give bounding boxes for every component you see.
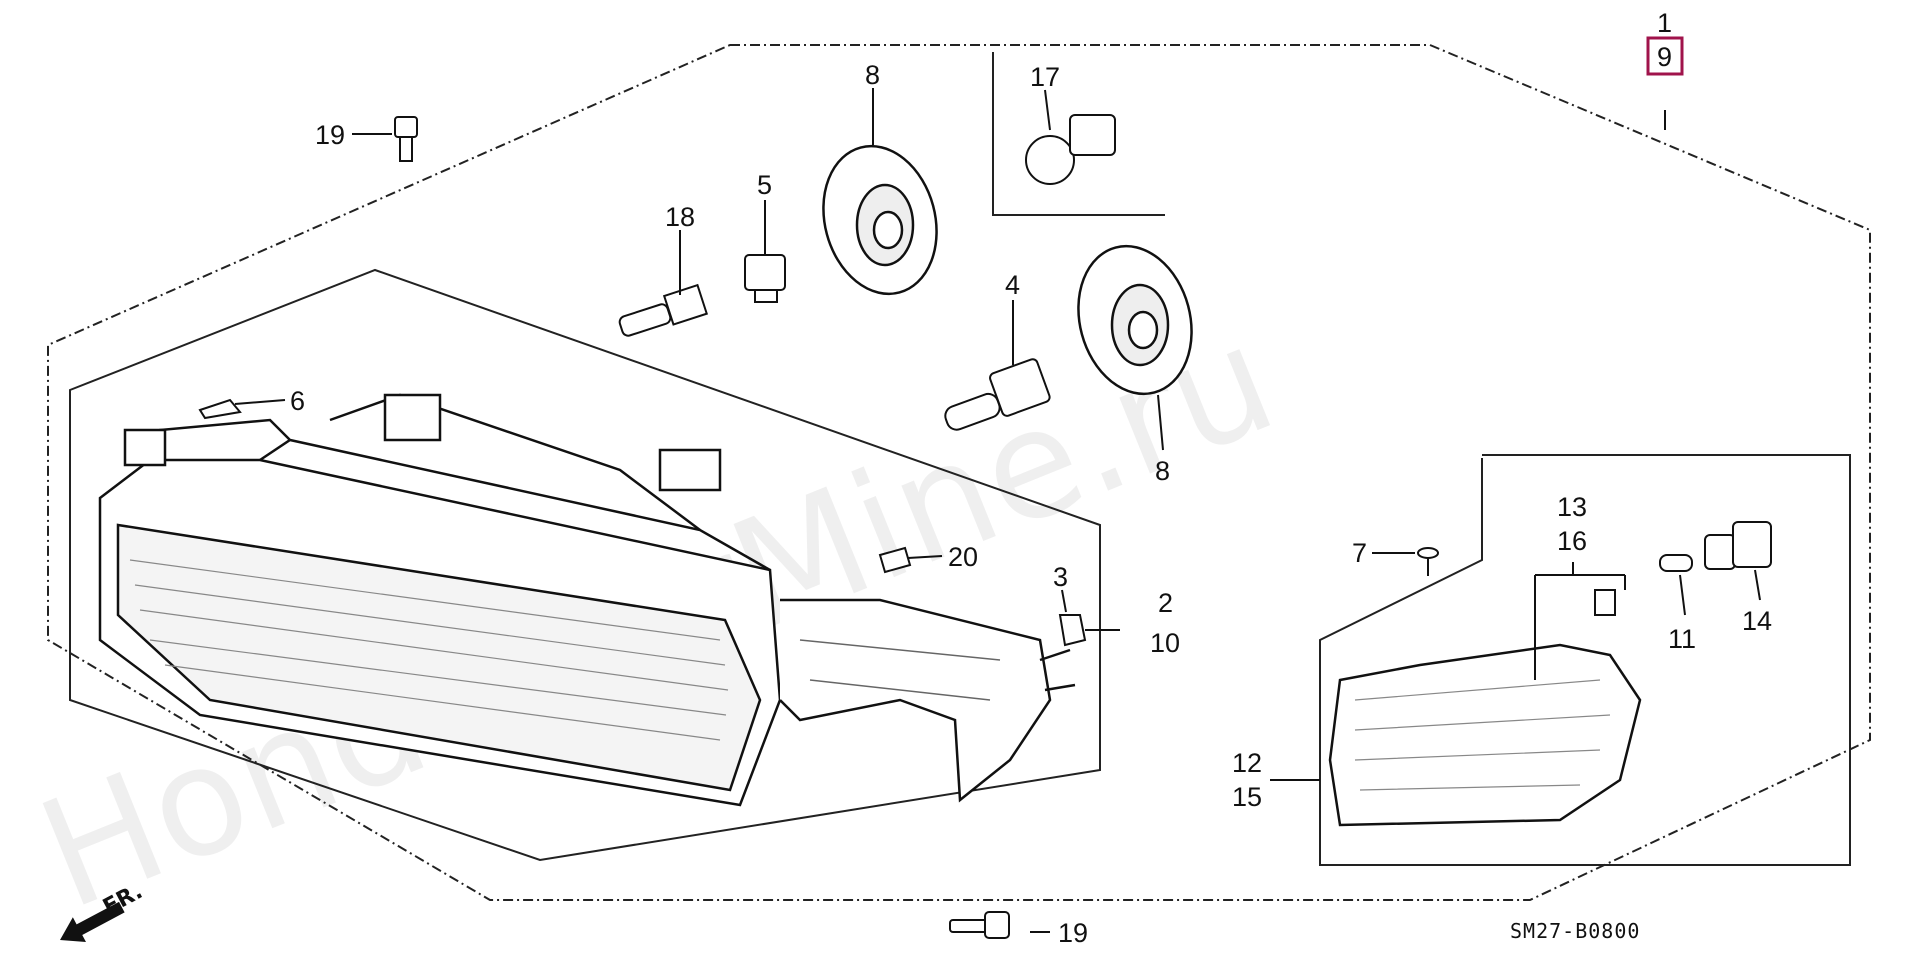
- callout-2[interactable]: 2: [1158, 588, 1173, 618]
- callout-19-top[interactable]: 19: [315, 120, 345, 150]
- bulb-4-part[interactable]: [943, 358, 1051, 433]
- drawing-code: SM27-B0800: [1510, 919, 1640, 943]
- cover-8-lower-part[interactable]: [1062, 233, 1207, 406]
- callout-10[interactable]: 10: [1150, 628, 1180, 658]
- callout-12[interactable]: 12: [1232, 748, 1262, 778]
- side-marker-lamp[interactable]: [1328, 643, 1642, 827]
- socket-14-part[interactable]: [1704, 521, 1772, 570]
- bulb-18-part[interactable]: [618, 283, 709, 337]
- callout-3[interactable]: 3: [1053, 562, 1068, 592]
- bolt-19-bottom-part[interactable]: [949, 911, 1010, 939]
- callout-13[interactable]: 13: [1557, 492, 1587, 522]
- callout-8-lower[interactable]: 8: [1155, 456, 1170, 486]
- clip-20-part[interactable]: [878, 546, 912, 574]
- socket-16-part[interactable]: [1594, 589, 1616, 616]
- socket-5-part[interactable]: [744, 254, 786, 303]
- bolt-19-top-part[interactable]: [394, 116, 418, 162]
- callout-17[interactable]: 17: [1030, 62, 1060, 92]
- callout-5[interactable]: 5: [757, 170, 772, 200]
- bulb-17-part[interactable]: [1025, 114, 1116, 185]
- callout-6[interactable]: 6: [290, 386, 305, 416]
- bulb-17-box: [992, 52, 1165, 216]
- callout-4[interactable]: 4: [1005, 270, 1020, 300]
- callout-9-highlight: [1646, 36, 1684, 76]
- cover-8-top-part[interactable]: [807, 133, 952, 306]
- assembly-outline: [47, 44, 1871, 901]
- bulb-11-part[interactable]: [1659, 554, 1693, 572]
- callout-8-top[interactable]: 8: [865, 60, 880, 90]
- clip-6-part[interactable]: [198, 398, 242, 420]
- callout-9[interactable]: 9: [1657, 42, 1672, 72]
- side-marker-group-outline: [1319, 454, 1851, 866]
- callout-15[interactable]: 15: [1232, 782, 1262, 812]
- front-direction-arrow: [60, 901, 125, 943]
- callout-7[interactable]: 7: [1352, 538, 1367, 568]
- callout-20[interactable]: 20: [948, 542, 978, 572]
- callout-14[interactable]: 14: [1742, 606, 1772, 636]
- callout-18[interactable]: 18: [665, 202, 695, 232]
- nut-3-part[interactable]: [1058, 614, 1087, 647]
- leader-lines: [234, 88, 1761, 933]
- callout-19-bottom[interactable]: 19: [1058, 918, 1088, 948]
- callout-11[interactable]: 11: [1668, 624, 1696, 654]
- screw-7-part[interactable]: [1417, 547, 1439, 576]
- headlamp-unit[interactable]: [98, 393, 1076, 807]
- callout-16[interactable]: 16: [1557, 526, 1587, 556]
- callout-1[interactable]: 1: [1657, 8, 1672, 38]
- headlamp-group-outline: [69, 268, 1101, 862]
